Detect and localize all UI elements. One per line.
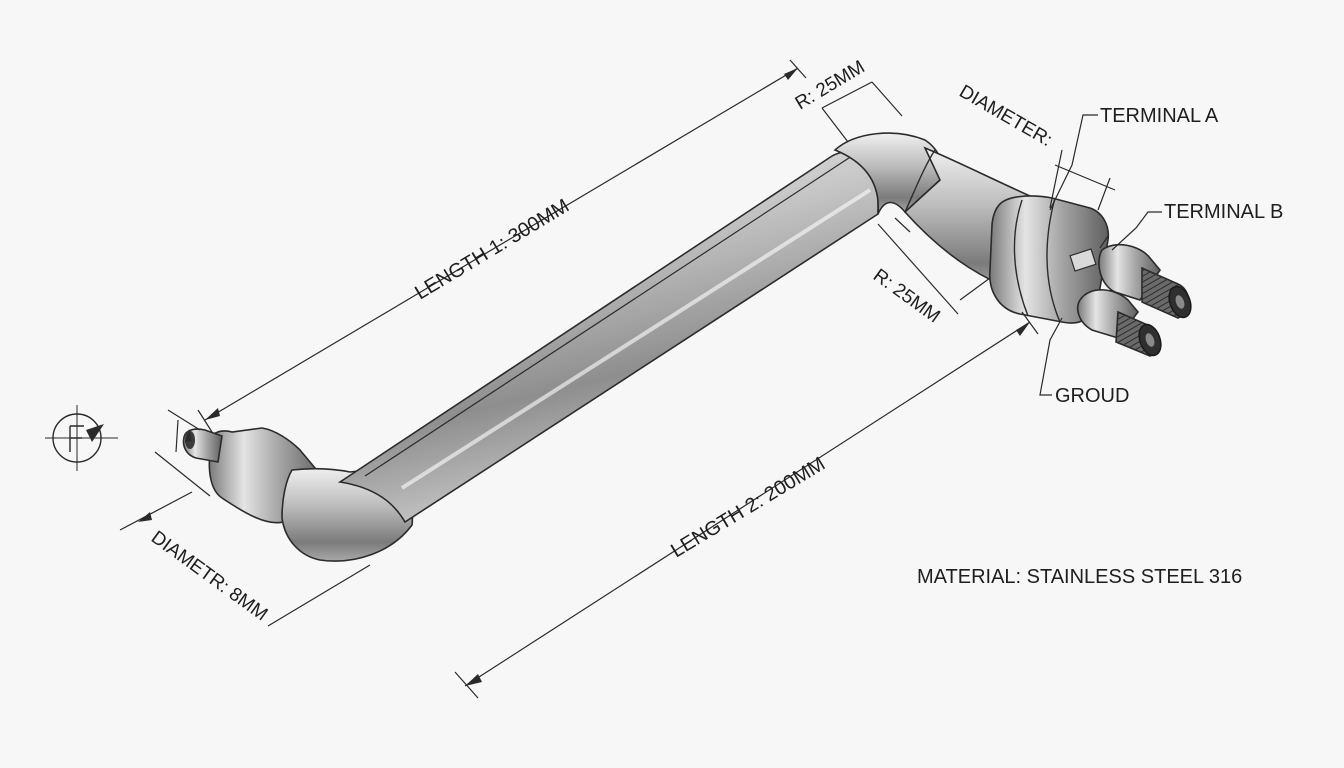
diameter-left-label: DIAMETR: 8MM — [147, 527, 271, 625]
ground-tab — [1069, 248, 1097, 272]
first-angle-projection-icon — [45, 405, 118, 471]
terminal-b-label: TERMINAL B — [1164, 201, 1283, 223]
radius-top-label: R: 25MM — [792, 57, 869, 115]
length1-label: LENGTH 1: 300MM — [411, 195, 573, 304]
terminal-a-label: TERMINAL A — [1100, 105, 1219, 127]
ground-label: GROUD — [1055, 385, 1129, 407]
dimension-lines — [119, 59, 1162, 699]
radius-mid-label: R: 25MM — [869, 265, 944, 327]
length2-label: LENGTH 2: 200MM — [667, 453, 829, 562]
heater-tube — [182, 132, 1192, 562]
material-label: MATERIAL: STAINLESS STEEL 316 — [917, 566, 1242, 588]
diameter-top-label: DIAMETER: — [956, 81, 1056, 151]
